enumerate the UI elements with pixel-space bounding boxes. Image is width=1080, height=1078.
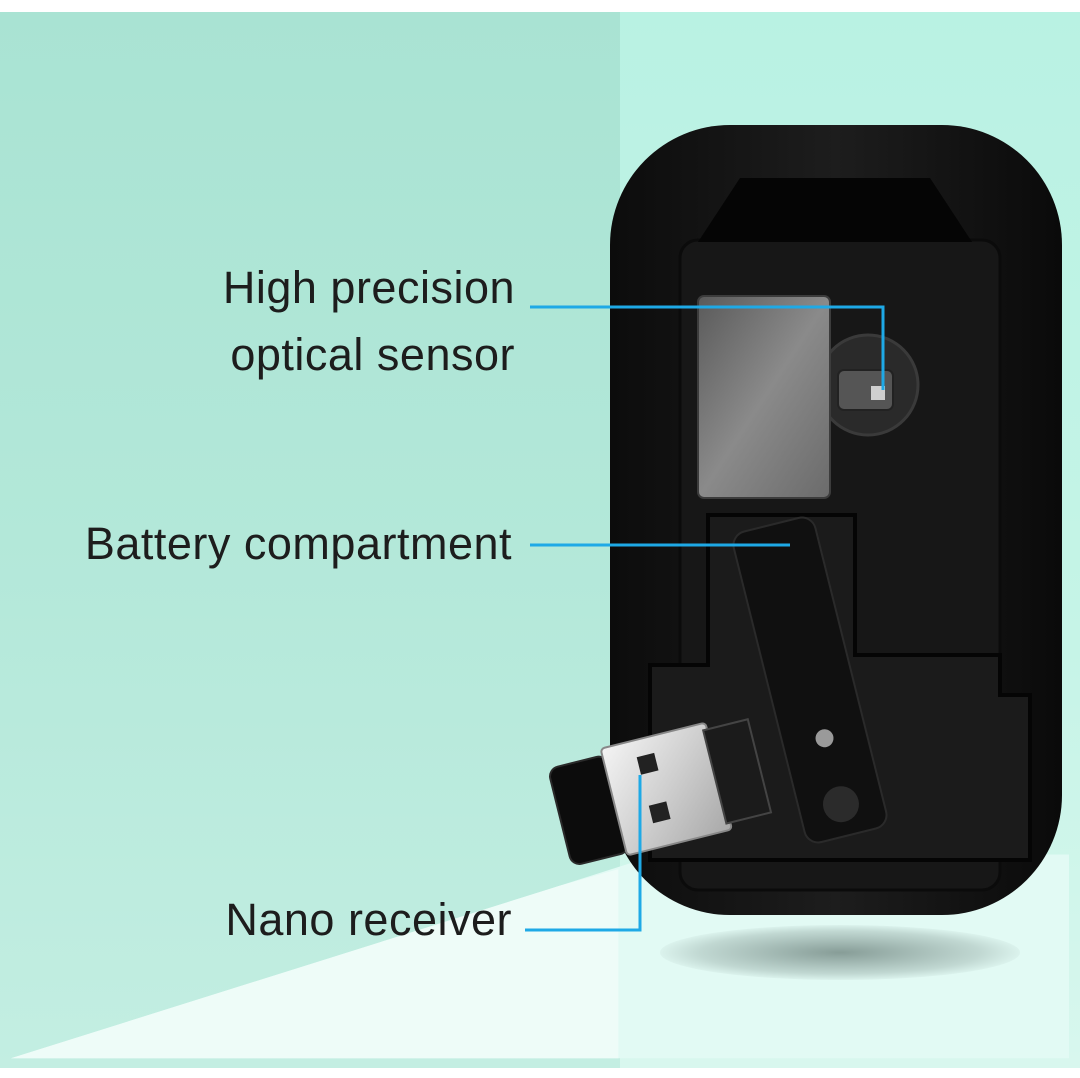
label-optical-sensor: optical sensor [230, 329, 515, 380]
sensor-leader-line [530, 305, 885, 390]
receiver-leader-line [525, 775, 642, 932]
nano-receiver [549, 718, 773, 865]
product-sticker [697, 295, 831, 499]
label-battery-compartment: Battery compartment [84, 518, 512, 569]
aa-battery [732, 516, 888, 844]
mouse-top-slot [698, 178, 972, 242]
label-high-precision: High precision [222, 262, 515, 313]
mouse-shadow [660, 925, 1020, 980]
background-left-wall [0, 12, 632, 1068]
label-nano-receiver: Nano receiver [225, 894, 512, 945]
